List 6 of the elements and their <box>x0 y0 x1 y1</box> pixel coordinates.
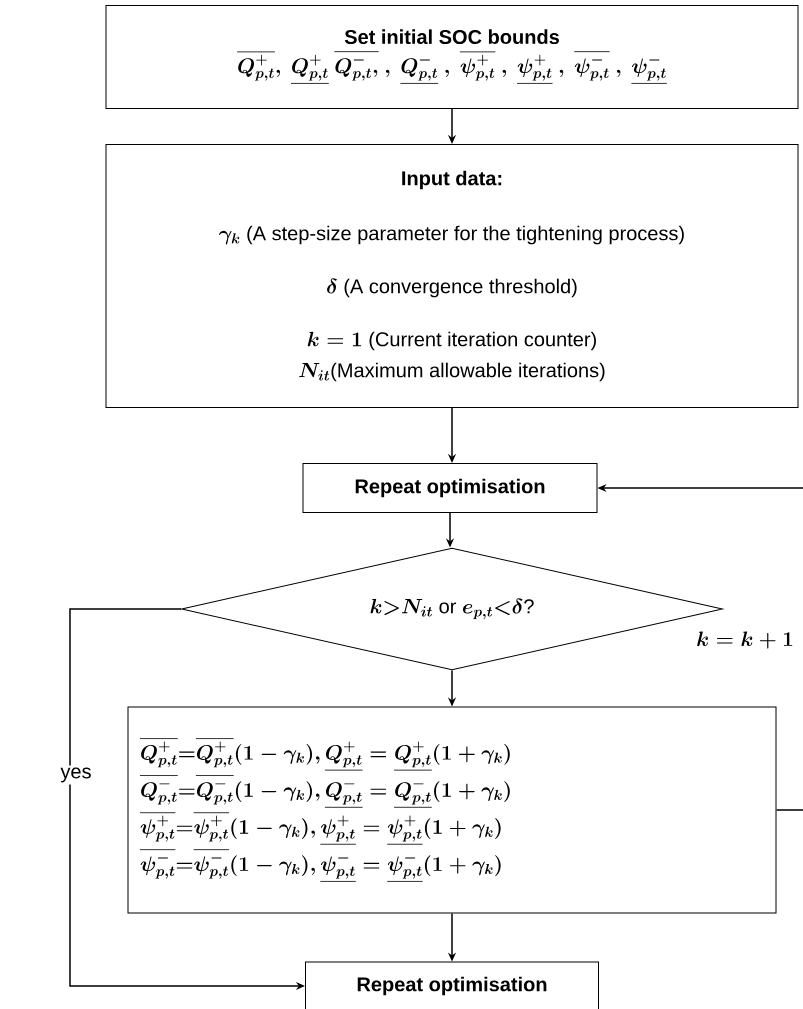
edge-label: yes <box>58 765 94 785</box>
update-box: $\boldsymbol{\overline{Q^{+}_{p,t}}{=}\overline{Q^{+}_{p,t}}(1-\gamma_{k}),\underline{Q^{+}_{p,t}}=\underline{Q^{+}_{p,t}}(1+\gamma_{k})}$ $\boldsymbol{\overline{Q^{-}_{p,t}}{=}\overline{Q^{-}_{p,t}}(1-\gamma_{k}),\underline{Q^{-}_{p,t}}=\underline{Q^{-}_{p,t}}(1+\gamma_{k})}$ $\boldsymbol{\overline{\psi^{+}_{p,t}}{=}\overline{\psi^{+}_{p,t}}(1-\gamma_{k}),\underline{\psi^{+}_{p,t}}=\underline{\psi^{+}_{p,t}}(1+\gamma_{k})}$ $\boldsymbol{\overline{\psi^{-}_{p,t}}{=}\overline{\psi^{-}_{p,t}}(1-\gamma_{k}),\underline{\psi^{-}_{p,t}}=\underline{\psi^{-}_{p,t}}(1+\gamma_{k})}$ <box>127 706 777 914</box>
input-box: Input data: $\boldsymbol{\gamma_{k}}\ \text{(A step-size parameter for the tightening process)}$ $\boldsymbol{\delta}\ \text{(A convergence threshold)}$ $\boldsymbol{k=1}\ \text{(Current iteration counter)}$ $\boldsymbol{N_{it}}\text{(Maximum allowable iterations)}$ <box>105 144 799 408</box>
process-box: Repeat optimisation <box>305 961 599 1009</box>
process-box: Repeat optimisation <box>302 463 598 513</box>
process-box: Set initial SOC bounds $\boldsymbol{\overline{Q^{+}_{p,t}},\ \underline{Q^{+}_{p,t}}\ \overline{Q^{-}_{p,t},}\ ,\ \underline{Q^{-}_{p,t}}\ ,\ \overline{\psi^{+}_{p,t}}\ ,\ \underline{\psi^{+}_{p,t}}\ ,\ \overline{\psi^{-}_{p,t}}\ ,\ \underline{\psi^{-}_{p,t}}}$ <box>105 5 799 109</box>
